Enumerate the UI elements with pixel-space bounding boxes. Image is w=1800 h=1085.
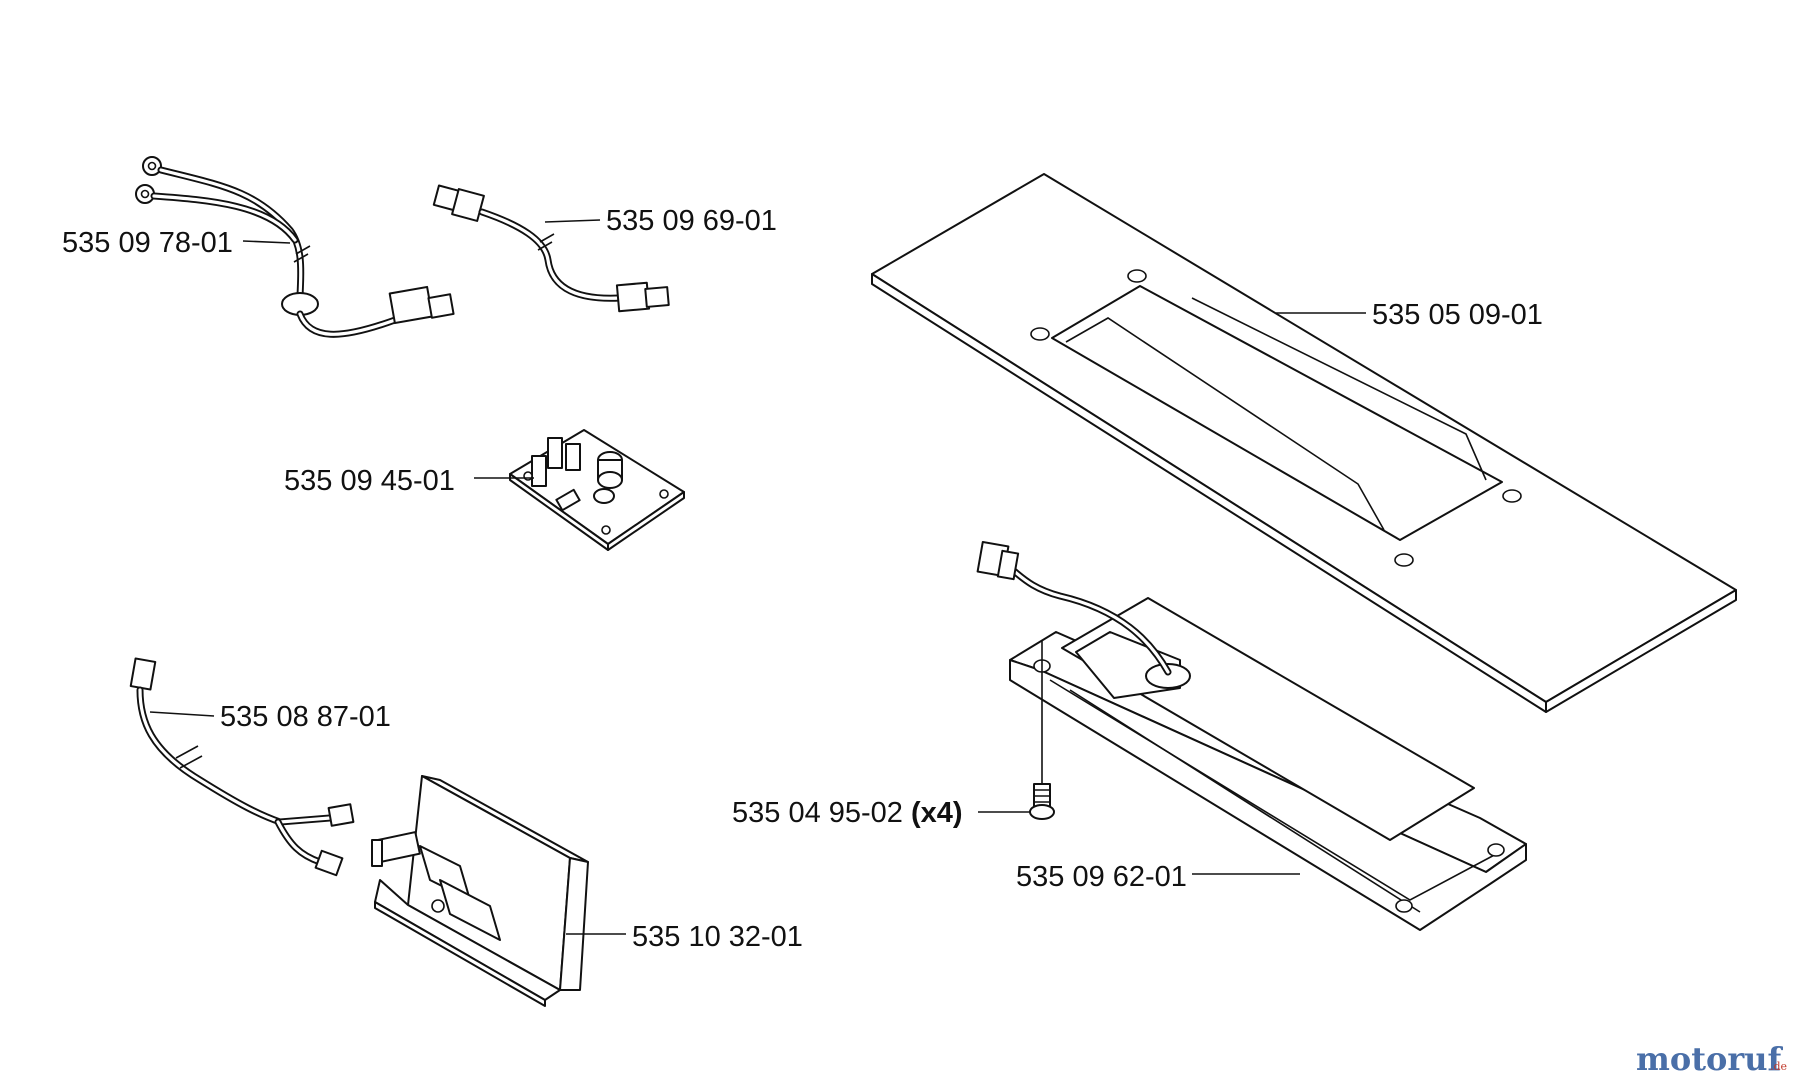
part-label-535-05-09-01: 535 05 09-01 — [1372, 299, 1543, 331]
motoruf-watermark-logo: motoruf .de — [1636, 1040, 1787, 1078]
watermark-suffix: .de — [1770, 1060, 1787, 1073]
cable-connector-short-drawing — [432, 184, 670, 313]
part-label-535-08-87-01: 535 08 87-01 — [220, 701, 391, 733]
bottom-cover-drawing — [976, 540, 1527, 931]
circuit-board-drawing — [509, 429, 685, 551]
cable-harness-two-ring-drawing — [135, 156, 455, 338]
screw-part-number: 535 04 95-02 — [732, 797, 903, 829]
switch-bracket-drawing — [371, 775, 589, 1007]
cable-single-drawing — [129, 657, 355, 877]
screw-drawing — [1029, 783, 1055, 820]
part-label-535-09-78-01: 535 09 78-01 — [62, 227, 233, 259]
part-label-535-09-69-01: 535 09 69-01 — [606, 205, 777, 237]
screw-quantity: (x4) — [911, 797, 963, 829]
part-label-535-04-95-02: 535 04 95-02(x4) — [732, 797, 963, 829]
part-label-535-10-32-01: 535 10 32-01 — [632, 921, 803, 953]
top-plate-drawing — [871, 173, 1737, 713]
part-label-535-09-62-01: 535 09 62-01 — [1016, 861, 1187, 893]
leader-lines — [149, 219, 1366, 935]
watermark-main: motoruf — [1636, 1040, 1783, 1078]
part-label-535-09-45-01: 535 09 45-01 — [284, 465, 455, 497]
